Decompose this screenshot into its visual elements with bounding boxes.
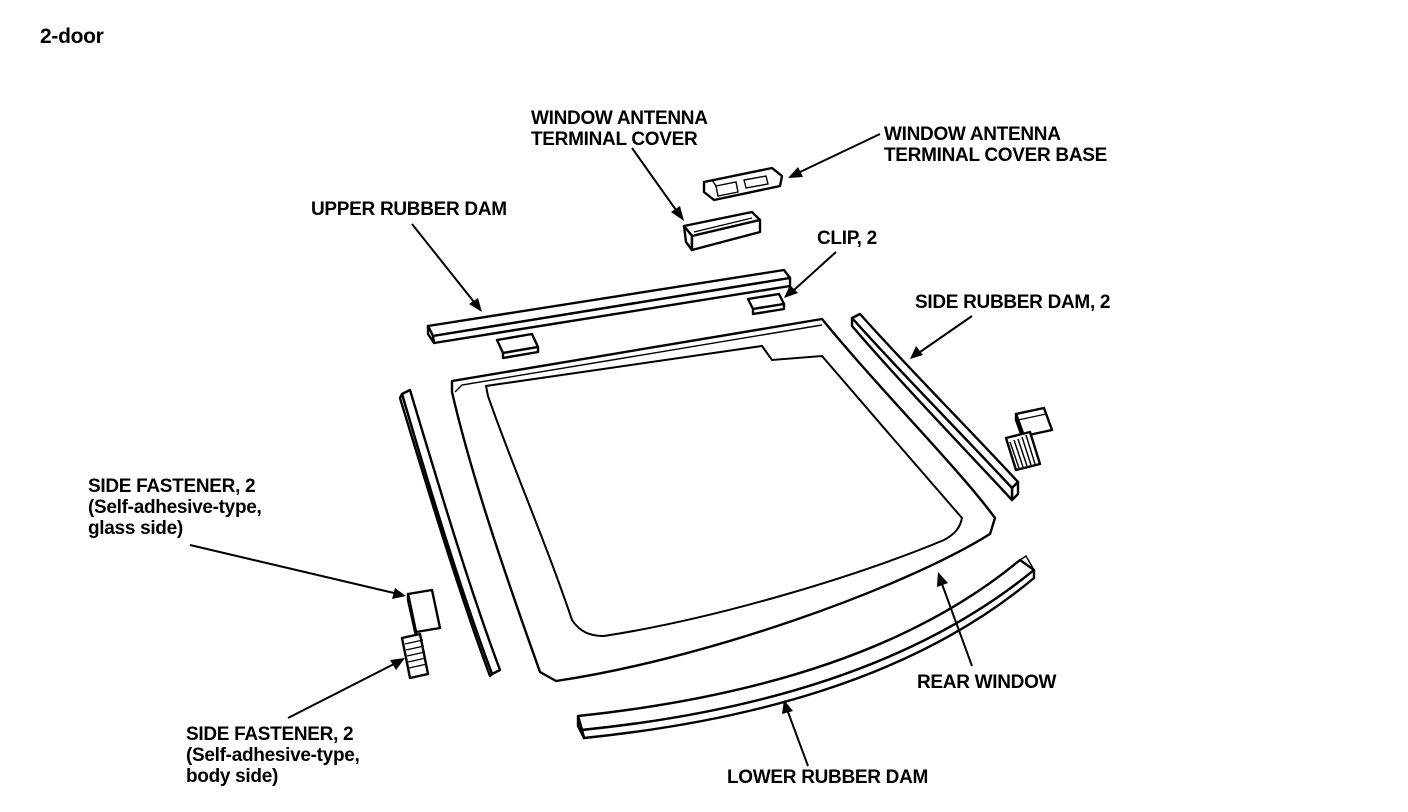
upper-rubber-dam-part bbox=[426, 268, 792, 345]
side-fastener-glass-part bbox=[406, 588, 442, 638]
label-clip: CLIP, 2 bbox=[817, 228, 877, 249]
lower-rubber-dam-part bbox=[576, 555, 1036, 740]
label-line: SIDE FASTENER, 2 bbox=[88, 476, 256, 497]
label-line: WINDOW ANTENNA bbox=[884, 124, 1061, 145]
side-rubber-dam-left-part bbox=[398, 388, 502, 678]
label-line: SIDE FASTENER, 2 bbox=[186, 724, 354, 745]
label-window-antenna-terminal-cover: WINDOW ANTENNA TERMINAL COVER bbox=[531, 108, 708, 150]
label-side-fastener-body-side: SIDE FASTENER, 2 (Self-adhesive-type, bo… bbox=[186, 724, 360, 787]
side-fastener-right-body-part bbox=[1004, 430, 1042, 472]
label-upper-rubber-dam: UPPER RUBBER DAM bbox=[311, 199, 507, 220]
leader-lines bbox=[189, 133, 973, 767]
antenna-terminal-cover-part bbox=[682, 210, 762, 252]
antenna-terminal-cover-base-part bbox=[702, 166, 784, 202]
label-side-fastener-glass-side: SIDE FASTENER, 2 (Self-adhesive-type, gl… bbox=[88, 476, 262, 539]
label-side-rubber-dam: SIDE RUBBER DAM, 2 bbox=[915, 292, 1111, 313]
side-fastener-body-part bbox=[400, 632, 430, 680]
rear-window-part bbox=[450, 317, 997, 683]
label-rear-window: REAR WINDOW bbox=[917, 672, 1057, 693]
page-title: 2-door bbox=[40, 25, 104, 48]
label-lower-rubber-dam: LOWER RUBBER DAM bbox=[727, 767, 929, 788]
label-line: TERMINAL COVER BASE bbox=[884, 145, 1108, 166]
label-line: WINDOW ANTENNA bbox=[531, 108, 708, 129]
label-line: glass side) bbox=[88, 518, 183, 539]
label-line: body side) bbox=[186, 766, 279, 787]
clip-right-part bbox=[746, 292, 786, 316]
label-line: TERMINAL COVER bbox=[531, 129, 698, 150]
label-line: (Self-adhesive-type, bbox=[186, 745, 360, 766]
clip-left-part bbox=[495, 332, 540, 360]
side-rubber-dam-right-part bbox=[850, 312, 1020, 502]
label-line: (Self-adhesive-type, bbox=[88, 497, 262, 518]
label-window-antenna-terminal-cover-base: WINDOW ANTENNA TERMINAL COVER BASE bbox=[884, 124, 1107, 166]
